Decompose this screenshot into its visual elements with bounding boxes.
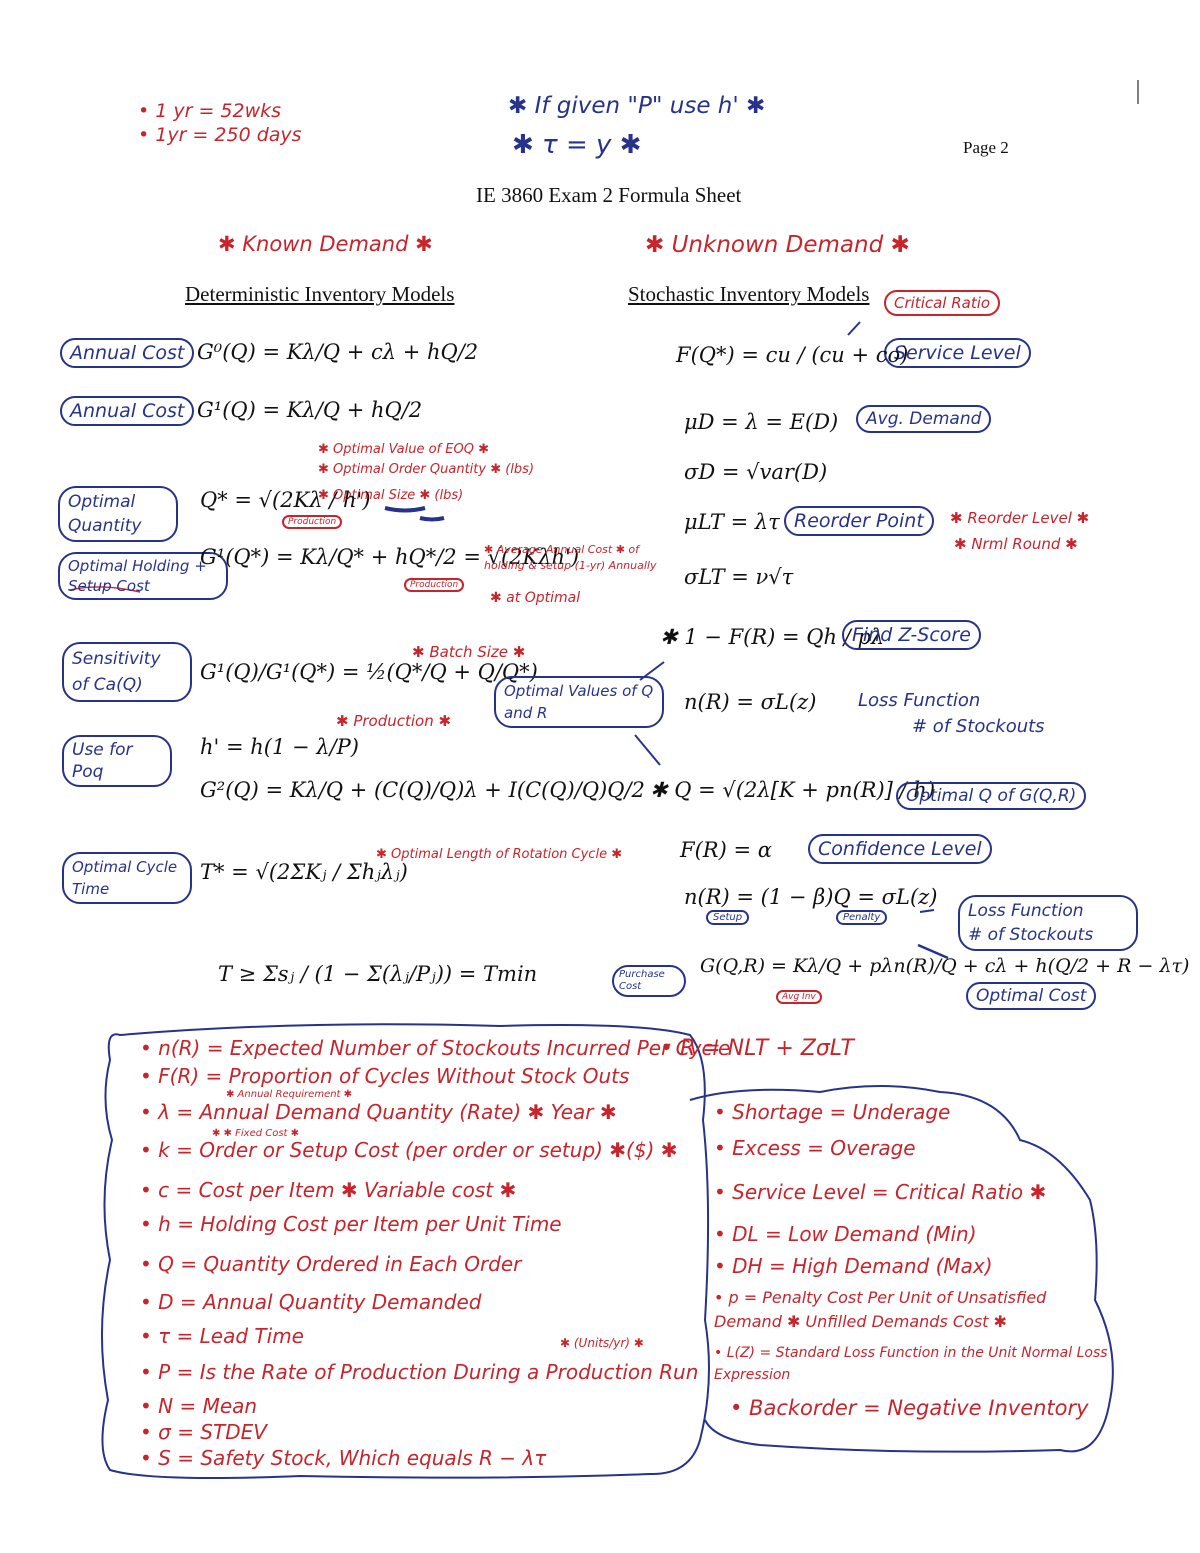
loss-function-2: Loss Function <box>968 901 1084 921</box>
known-demand-note: ✱ Known Demand ✱ <box>218 232 433 256</box>
def-dh: • DH = High Demand (Max) <box>714 1254 993 1278</box>
g0-formula: G⁰(Q) = Kλ/Q + cλ + hQ/2 <box>197 340 479 364</box>
page-number: Page 2 <box>963 138 1009 157</box>
critical-ratio-bubble: Critical Ratio <box>884 290 1001 316</box>
def-excess: • Excess = Overage <box>714 1136 916 1160</box>
nr-formula: n(R) = σL(z) <box>684 690 817 714</box>
use-for-poq-label: Use for Poq <box>62 735 172 787</box>
loss-function-1: Loss Function <box>858 690 981 711</box>
eoq-note-2: ✱ Optimal Order Quantity ✱ (lbs) <box>318 462 535 477</box>
mu-lt-formula: μLT = λτ <box>684 510 780 534</box>
r-formula: • R = NLT + ZσLT <box>660 1036 854 1061</box>
nr-beta-formula: n(R) = (1 − β)Q = σL(z) <box>684 885 938 909</box>
stochastic-section-title: Stochastic Inventory Models <box>628 282 870 306</box>
def-s: • S = Safety Stock, Which equals R − λτ <box>140 1446 547 1470</box>
given-p-note: ✱ If given "P" use h' ✱ <box>508 93 766 119</box>
annual-cost-label-2: Annual Cost <box>60 396 195 426</box>
production-note: ✱ Production ✱ <box>336 712 452 730</box>
def-loss-function: • L(Z) = Standard Loss Function in the U… <box>714 1345 1108 1383</box>
sensitivity-label: Sensitivity of Ca(Q) <box>62 642 192 702</box>
eoq-note-1: ✱ Optimal Value of EOQ ✱ <box>318 442 489 457</box>
avg-inv-tag: Avg Inv <box>776 990 822 1004</box>
fixed-cost-note: ✱ ✱ Fixed Cost ✱ <box>212 1128 300 1139</box>
def-q: • Q = Quantity Ordered in Each Order <box>140 1252 522 1276</box>
def-dl: • DL = Low Demand (Min) <box>714 1222 977 1246</box>
optimal-cost-bubble: Optimal Cost <box>966 982 1097 1010</box>
t-min-formula: T ≥ Σsⱼ / (1 − Σ(λⱼ/Pⱼ)) = Tmin <box>218 962 538 986</box>
def-k: • k = Order or Setup Cost (per order or … <box>140 1138 678 1162</box>
def-service-level: • Service Level = Critical Ratio ✱ <box>714 1180 1047 1204</box>
def-h: • h = Holding Cost per Item per Unit Tim… <box>140 1212 562 1236</box>
find-z-score-bubble: Find Z-Score <box>842 620 981 650</box>
def-f-r: • F(R) = Proportion of Cycles Without St… <box>140 1064 630 1088</box>
avg-cost-note: ✱ Average Annual Cost ✱ of holding & set… <box>484 543 657 572</box>
service-level-bubble: Service Level <box>884 338 1031 368</box>
production-tag-1: Production <box>282 515 343 529</box>
q-optimal-formula: ✱ Q = √(2λ[K + pn(R)] / h) <box>650 778 936 802</box>
def-p: • P = Is the Rate of Production During a… <box>140 1360 699 1384</box>
mu-d-formula: μD = λ = E(D) <box>684 410 839 434</box>
sensitivity-formula: G¹(Q)/G¹(Q*) = ½(Q*/Q + Q/Q*) <box>200 660 538 684</box>
setup-tag: Setup <box>706 910 750 925</box>
loss-function-2-bubble: Loss Function # of Stockouts <box>958 895 1138 951</box>
def-n-r: • n(R) = Expected Number of Stockouts In… <box>140 1036 731 1060</box>
fq-star-formula: F(Q*) = cu / (cu + co) <box>676 343 909 367</box>
g2-formula: G²(Q) = Kλ/Q + (C(Q)/Q)λ + I(C(Q)/Q)Q/2 <box>200 778 645 802</box>
at-optimal-note: ✱ at Optimal <box>490 590 581 606</box>
batch-size-note: ✱ Batch Size ✱ <box>412 643 526 661</box>
fr-alpha-formula: F(R) = α <box>680 838 772 862</box>
optimal-q-r-bubble: Optimal Values of Q and R <box>494 676 664 728</box>
def-d: • D = Annual Quantity Demanded <box>140 1290 482 1314</box>
def-penalty: • p = Penalty Cost Per Unit of Unsatisfi… <box>714 1288 1047 1331</box>
stockouts-2: # of Stockouts <box>968 925 1094 945</box>
weeks-per-year-note: • 1 yr = 52wks <box>138 100 282 122</box>
deterministic-section-title: Deterministic Inventory Models <box>185 282 455 306</box>
sigma-d-formula: σD = √var(D) <box>684 460 828 484</box>
stockouts-1: # of Stockouts <box>912 716 1045 737</box>
tau-equals-y-note: ✱ τ = y ✱ <box>512 130 642 160</box>
units-per-yr-note: ✱ (Units/yr) ✱ <box>560 1336 644 1350</box>
eoq-note-3: ✱ Optimal Size ✱ (lbs) <box>318 488 464 503</box>
purchase-cost-tag: Purchase Cost <box>612 965 686 997</box>
def-sigma: • σ = STDEV <box>140 1420 267 1444</box>
reorder-point-bubble: Reorder Point <box>784 506 934 536</box>
unknown-demand-note: ✱ Unknown Demand ✱ <box>645 232 910 258</box>
optimal-quantity-label: Optimal Quantity <box>58 486 178 542</box>
q-star-formula: Q* = √(2Kλ / h') <box>200 488 371 512</box>
confidence-level-bubble: Confidence Level <box>808 834 992 864</box>
production-tag-2: Production <box>404 578 465 592</box>
def-c: • c = Cost per Item ✱ Variable cost ✱ <box>140 1178 517 1202</box>
sigma-lt-formula: σLT = ν√τ <box>684 565 794 589</box>
optimal-cycle-label: Optimal Cycle Time <box>62 852 192 904</box>
def-tau: • τ = Lead Time <box>140 1324 304 1348</box>
annual-requirement-note: ✱ Annual Requirement ✱ <box>226 1089 353 1100</box>
annual-cost-label-1: Annual Cost <box>60 338 195 368</box>
optimal-q-of-g-bubble: Optimal Q of G(Q,R) <box>896 782 1087 810</box>
g1-formula: G¹(Q) = Kλ/Q + hQ/2 <box>197 398 423 422</box>
reorder-level-note: ✱ Reorder Level ✱ <box>950 509 1090 527</box>
optimal-cost-label: Optimal Holding + Setup Cost <box>58 552 228 600</box>
def-lambda: • λ = Annual Demand Quantity (Rate) ✱ Ye… <box>140 1100 617 1124</box>
g1-star-formula: G¹(Q*) = Kλ/Q* + hQ*/2 = √(2Kλh') <box>200 545 580 569</box>
page-title: IE 3860 Exam 2 Formula Sheet <box>476 183 742 207</box>
penalty-tag: Penalty <box>836 910 888 925</box>
gqr-formula: G(Q,R) = Kλ/Q + pλn(R)/Q + cλ + h(Q/2 + … <box>700 955 1190 977</box>
def-backorder: • Backorder = Negative Inventory <box>730 1396 1089 1420</box>
avg-demand-bubble: Avg. Demand <box>856 405 992 433</box>
days-per-year-note: • 1yr = 250 days <box>138 124 302 146</box>
def-shortage: • Shortage = Underage <box>714 1100 951 1124</box>
h-prime-formula: h' = h(1 − λ/P) <box>200 735 359 759</box>
rotation-cycle-note: ✱ Optimal Length of Rotation Cycle ✱ <box>376 847 623 862</box>
normal-round-note: ✱ Nrml Round ✱ <box>954 535 1078 553</box>
t-star-formula: T* = √(2ΣKⱼ / Σhⱼλⱼ) <box>200 860 408 884</box>
def-n: • N = Mean <box>140 1394 258 1418</box>
